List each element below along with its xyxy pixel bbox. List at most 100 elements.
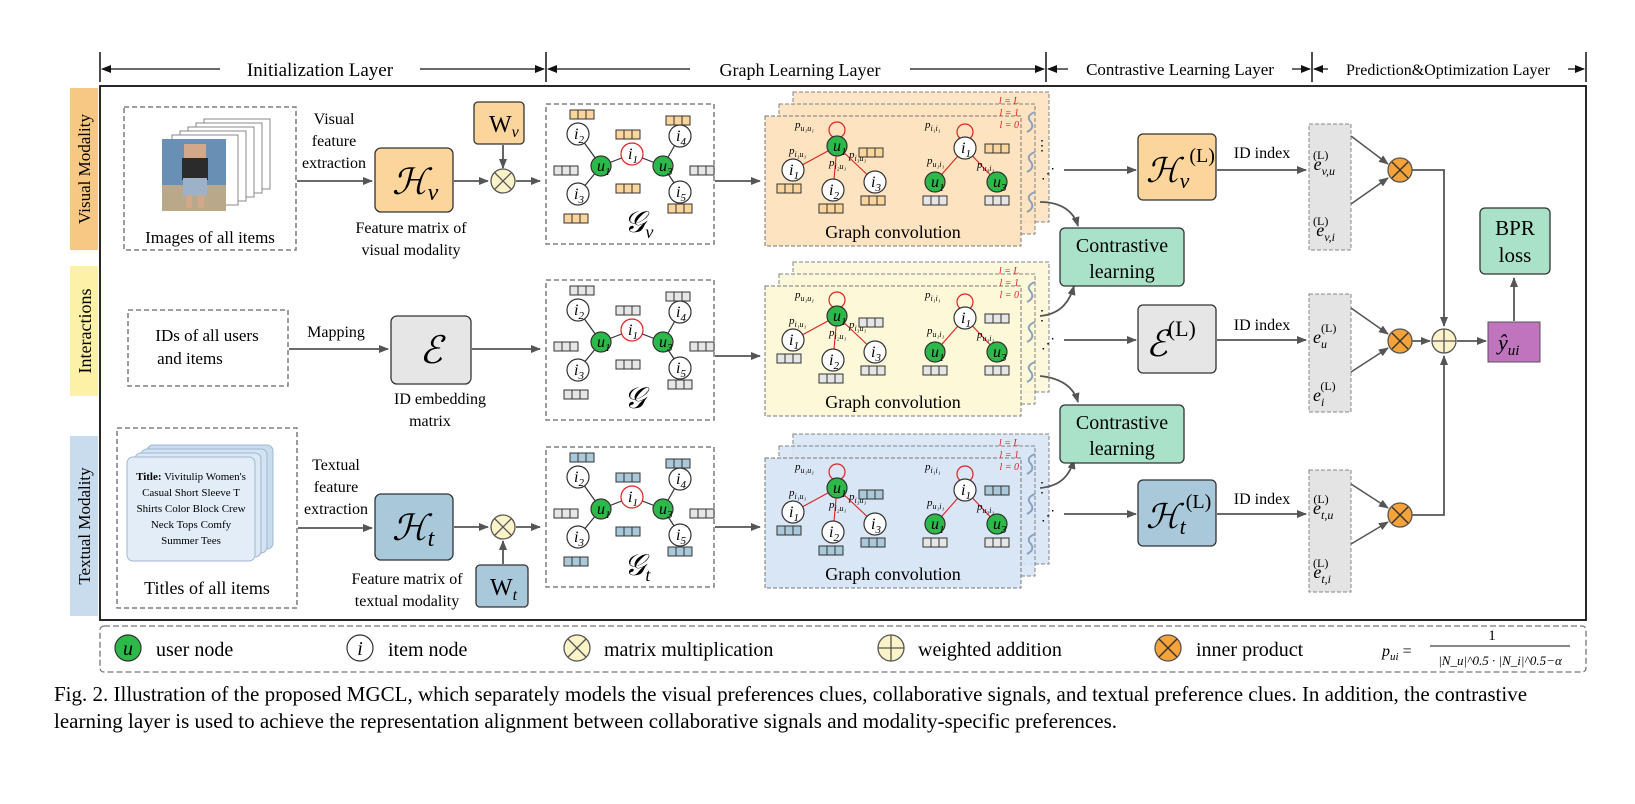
textual-extract-l2: feature bbox=[314, 479, 358, 496]
layer-prediction-label: Prediction&Optimization Layer bbox=[1346, 62, 1551, 79]
svg-text:Contrastive: Contrastive bbox=[1076, 235, 1168, 257]
bpr-loss-box bbox=[1479, 207, 1551, 275]
svg-text:Neck Tops Comfy: Neck Tops Comfy bbox=[151, 519, 232, 531]
legend: u user node i item node matrix multiplic… bbox=[99, 625, 1587, 673]
mapping-label: Mapping bbox=[307, 324, 365, 341]
user-node-u3: u3 bbox=[652, 155, 674, 178]
conv-user-node-u1-right: u1 bbox=[924, 341, 946, 364]
svg-text:i3: i3 bbox=[574, 529, 584, 549]
item-node-i3: i3 bbox=[566, 358, 590, 382]
row-label-interactions: Interactions bbox=[70, 266, 98, 396]
interaction-input-l2: and items bbox=[157, 349, 223, 368]
layer-contrastive-label: Contrastive Learning Layer bbox=[1086, 60, 1274, 79]
svg-text:et,i(L): et,i(L) bbox=[1313, 556, 1331, 586]
user-node-u1: u1 bbox=[590, 331, 612, 354]
row-label-textual: Textual Modality bbox=[70, 436, 98, 616]
conv-item-node-i3: i3 bbox=[863, 512, 887, 536]
item-node-i3: i3 bbox=[566, 525, 590, 549]
embedding-vector-icon bbox=[667, 546, 693, 557]
svg-text:Wt: Wt bbox=[490, 575, 518, 604]
conv-item-node-i3: i3 bbox=[863, 340, 887, 364]
svg-text:i2: i2 bbox=[574, 302, 584, 322]
image-stack-icon bbox=[162, 118, 271, 211]
embedding-vector-icon bbox=[860, 195, 886, 206]
svg-text:i2: i2 bbox=[829, 352, 839, 372]
svg-text:i4: i4 bbox=[676, 128, 686, 148]
visual-feature-l2: visual modality bbox=[361, 242, 460, 259]
emb-label-l2: matrix bbox=[409, 413, 451, 430]
svg-text:i5: i5 bbox=[676, 184, 686, 204]
layer-graph-learning-label: Graph Learning Layer bbox=[720, 60, 881, 80]
visual-extract-l1: Visual bbox=[314, 111, 355, 128]
main-frame bbox=[99, 85, 1587, 621]
inner-product-visual-icon bbox=[1387, 157, 1413, 183]
legend-user-node-label: user node bbox=[156, 639, 233, 661]
textual-weight-w bbox=[475, 564, 529, 608]
svg-text:i3: i3 bbox=[574, 362, 584, 382]
svg-text:𝒢t: 𝒢t bbox=[624, 549, 651, 585]
svg-text:Wv: Wv bbox=[489, 112, 520, 141]
id-index-visual: ID index bbox=[1234, 145, 1290, 162]
embedding-vector-icon bbox=[569, 109, 595, 120]
textual-graph-convolution: l = Ll = 1l = 0⋮⋰u1i1i2i3pu₁u₁pi₁u₁pi₂u₁… bbox=[764, 433, 1055, 589]
legend-formula: pui = 1 |N_u|^0.5 · |N_i|^0.5−α bbox=[1381, 628, 1570, 668]
embedding-vector-icon bbox=[563, 556, 589, 567]
svg-text:l = 1: l = 1 bbox=[999, 278, 1019, 289]
embedding-vector-icon bbox=[818, 203, 844, 214]
user-node-u3: u3 bbox=[652, 331, 674, 354]
item-node-i5: i5 bbox=[668, 523, 692, 547]
svg-text:i1: i1 bbox=[628, 489, 638, 509]
svg-text:i3: i3 bbox=[871, 516, 881, 536]
svg-text:pu₃i₁: pu₃i₁ bbox=[976, 329, 995, 343]
svg-text:𝒢: 𝒢 bbox=[624, 382, 650, 415]
layer-header: Initialization Layer Graph Learning Laye… bbox=[99, 52, 1587, 82]
embedding-vector-icon bbox=[615, 183, 641, 194]
embedding-vector-icon bbox=[615, 526, 641, 537]
textual-extract-l1: Textual bbox=[312, 457, 360, 474]
svg-text:u3: u3 bbox=[993, 174, 1007, 194]
svg-text:i1: i1 bbox=[789, 504, 799, 524]
embedding-vector-icon bbox=[860, 537, 886, 548]
svg-text:i1: i1 bbox=[789, 332, 799, 352]
legend-weighted-addition-icon bbox=[877, 634, 905, 662]
embedding-vector-icon bbox=[615, 305, 641, 316]
svg-text:l = L: l = L bbox=[999, 266, 1020, 277]
visual-feature-l1: Feature matrix of bbox=[355, 220, 467, 237]
svg-text:i3: i3 bbox=[574, 186, 584, 206]
svg-text:pu₁u₁: pu₁u₁ bbox=[794, 461, 814, 475]
svg-text:⋮: ⋮ bbox=[1035, 139, 1049, 154]
svg-text:i: i bbox=[357, 638, 363, 660]
legend-inner-product-icon bbox=[1154, 634, 1182, 662]
legend-weighted-addition-label: weighted addition bbox=[918, 639, 1062, 661]
textual-feature-l2: textual modality bbox=[355, 593, 459, 610]
svg-text:pi₃u₁: pi₃u₁ bbox=[848, 149, 867, 163]
embedding-vector-icon bbox=[667, 379, 693, 390]
svg-text:i5: i5 bbox=[676, 360, 686, 380]
graph-convolution-label: Graph convolution bbox=[825, 392, 960, 412]
contrastive-layer: Contrastive learning Contrastive learnin… bbox=[1039, 133, 1307, 547]
embedding-vector-icon bbox=[665, 291, 691, 302]
svg-text:i1: i1 bbox=[628, 322, 638, 342]
conv-user-node-u3-right: u3 bbox=[986, 341, 1008, 364]
user-node-u1: u1 bbox=[590, 155, 612, 178]
item-node-i1: i1 bbox=[620, 142, 644, 166]
svg-text:pi₃u₁: pi₃u₁ bbox=[848, 491, 867, 505]
svg-text:i2: i2 bbox=[574, 126, 584, 146]
interaction-row: IDs of all users and items Mapping ℰ ID … bbox=[127, 309, 541, 430]
embedding-columns: ev,u(L) ev,i(L) eu(L) ei(L) et,u(L) et,i… bbox=[1308, 123, 1352, 593]
conv-user-node-u1-right: u1 bbox=[924, 171, 946, 194]
svg-text:eu(L): eu(L) bbox=[1313, 321, 1336, 351]
svg-text:l = 0: l = 0 bbox=[999, 120, 1019, 131]
visual-input-box bbox=[123, 106, 297, 251]
embedding-vector-icon bbox=[553, 165, 579, 176]
svg-text:pi₁u₁: pi₁u₁ bbox=[788, 315, 807, 329]
visual-matmul-icon bbox=[490, 168, 516, 194]
svg-text:l = 1: l = 1 bbox=[999, 450, 1019, 461]
svg-text:loss: loss bbox=[1499, 243, 1532, 267]
svg-text:ev,u(L): ev,u(L) bbox=[1313, 148, 1335, 178]
embedding-vector-icon bbox=[984, 485, 1010, 496]
weighted-addition-icon bbox=[1431, 328, 1457, 354]
svg-text:i3: i3 bbox=[871, 344, 881, 364]
